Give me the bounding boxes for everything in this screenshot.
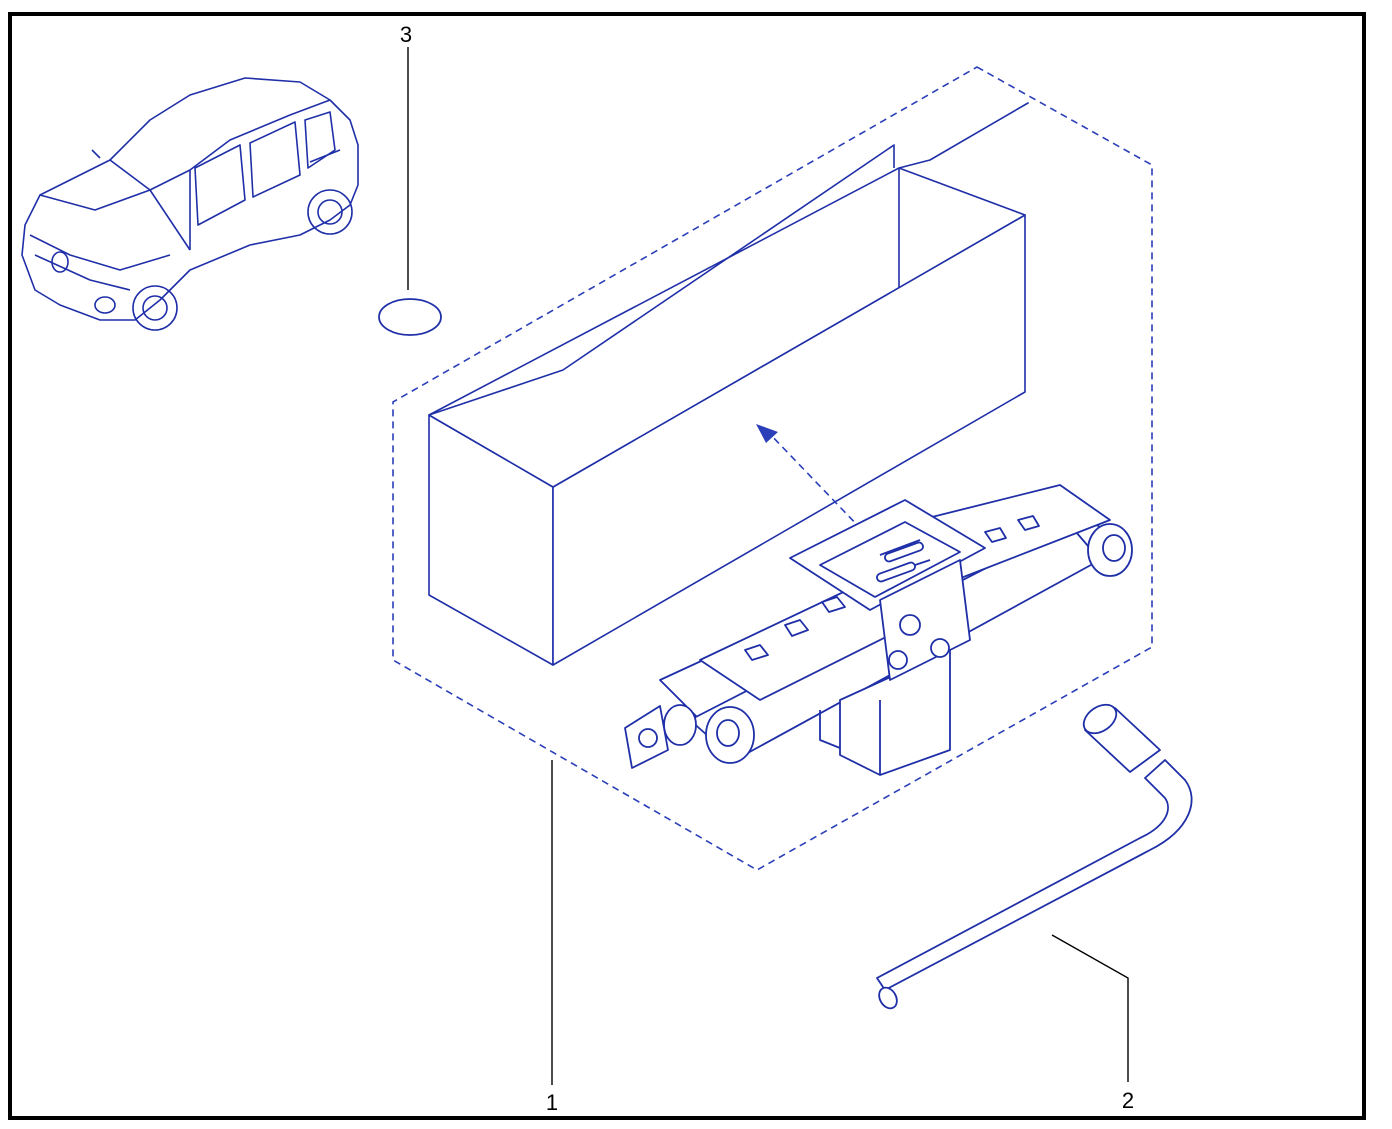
callout-label-3: 3 — [399, 22, 413, 47]
callout-label-1: 1 — [545, 1090, 559, 1115]
diagram-frame — [8, 12, 1366, 1120]
storage-box — [428, 102, 1029, 666]
scissor-jack — [624, 484, 1133, 776]
callout-label-2: 2 — [1121, 1088, 1135, 1113]
leader-line-2 — [1051, 934, 1129, 1082]
assembly-arrow — [756, 424, 863, 531]
vehicle-illustration — [21, 77, 359, 331]
wheel-brace — [876, 703, 1193, 1010]
kit-boundary-dashed — [392, 66, 1153, 871]
leader-lines — [407, 47, 1129, 1085]
sticker-label-part — [378, 298, 442, 336]
